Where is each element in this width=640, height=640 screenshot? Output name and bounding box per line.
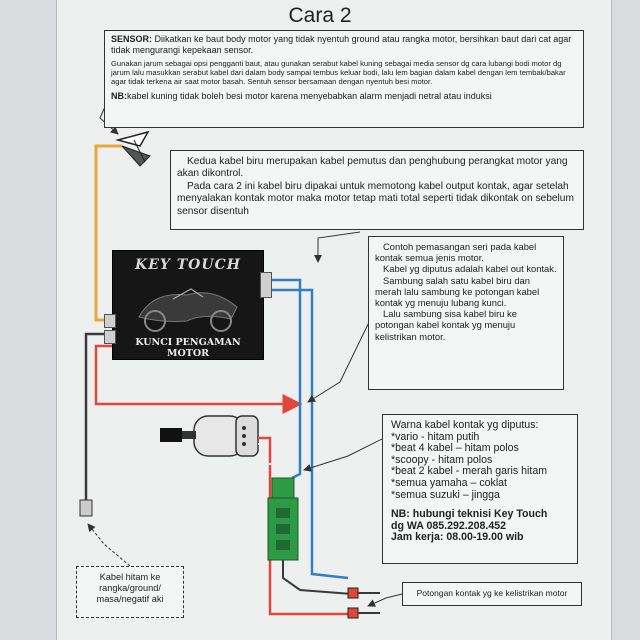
ground-note-text: Kabel hitam ke rangka/ground/ masa/negat… — [96, 572, 164, 604]
relay-wire-black — [282, 560, 353, 595]
sensor-nb-text: kabel kuning tidak boleh besi motor kare… — [127, 90, 492, 101]
blue-callout-arrow — [314, 231, 361, 263]
key-touch-device: KEY TOUCH KUNCI PENGAMAN MOTOR — [112, 250, 264, 360]
blue-wire-note: Kedua kabel biru merupakan kabel pemutus… — [170, 150, 584, 230]
example-p3: Sambung salah satu kabel biru dan merah … — [375, 274, 540, 309]
sensor-nb-label: NB: — [111, 90, 127, 101]
device-brand: KEY TOUCH — [135, 257, 241, 273]
example-callout-arrow — [307, 315, 373, 403]
cut-contact-note: Potongan kontak yg ke kelistrikan motor — [402, 582, 582, 606]
blue-wire-b — [262, 288, 349, 580]
red-wire-device — [94, 344, 303, 414]
ignition-switch — [160, 415, 259, 457]
sensor-label: SENSOR: — [111, 34, 153, 44]
ground-callout-arrow — [87, 523, 131, 567]
blue-note-p1: Kedua kabel biru merupakan kabel pemutus… — [177, 156, 568, 180]
contact-nb-line2: dg WA 085.292.208.452 — [391, 519, 507, 532]
color-item: *beat 2 kabel - merah garis hitam — [391, 465, 548, 478]
example-p2: Kabel yg diputus adalah kabel out kontak… — [383, 263, 557, 275]
color-item: *vario - hitam putih — [391, 430, 480, 443]
contact-nb-line3: Jam kerja: 08.00-19.00 wib — [391, 531, 524, 544]
device-subtitle: KUNCI PENGAMAN MOTOR — [135, 337, 241, 359]
device-port-blue — [260, 272, 272, 298]
color-item: *semua suzuki – jingga — [391, 488, 500, 501]
contact-nb-line1: NB: hubungi teknisi Key Touch — [391, 508, 548, 521]
device-port-black — [104, 330, 116, 344]
switch-wire-white — [258, 443, 272, 465]
installation-example-note: Contoh pemasangan seri pada kabel kontak… — [368, 236, 564, 390]
color-item: *beat 4 kabel – hitam polos — [391, 442, 519, 455]
wire-colors-note: Warna kabel kontak yg diputus: *vario - … — [382, 414, 578, 564]
black-ground-wire — [84, 332, 112, 500]
colors-callout-arrow — [303, 437, 385, 472]
blue-note-p2: Pada cara 2 ini kabel biru dipakai untuk… — [177, 180, 574, 217]
relay-connector — [267, 477, 299, 561]
ground-terminal — [79, 499, 93, 517]
sensor-line1: Diikatkan ke baut body motor yang tidak … — [111, 34, 572, 55]
ground-wire-note: Kabel hitam ke rangka/ground/ masa/negat… — [76, 566, 184, 618]
sensor-note: SENSOR: Diikatkan ke baut body motor yan… — [104, 30, 584, 128]
device-port-yellow — [104, 314, 116, 328]
sensor-icon — [115, 130, 151, 167]
motorcycle-image — [138, 288, 238, 332]
cut-callout-arrow — [367, 593, 403, 607]
colors-heading: Warna kabel kontak yg diputus: — [391, 419, 539, 431]
color-item: *semua yamaha – coklat — [391, 476, 508, 489]
cut-wire-ends — [347, 587, 380, 619]
color-item: *scoopy - hitam polos — [391, 453, 493, 466]
sensor-line2: Gunakan jarum sebagai opsi pengganti bau… — [111, 59, 566, 87]
cut-note-text: Potongan kontak yg ke kelistrikan motor — [416, 588, 568, 598]
blue-wire-a — [262, 278, 302, 480]
example-p1: Contoh pemasangan seri pada kabel kontak… — [375, 241, 537, 264]
example-p4: Lalu sambung sisa kabel biru ke potongan… — [375, 308, 517, 342]
page-title: Cara 2 — [288, 4, 352, 27]
